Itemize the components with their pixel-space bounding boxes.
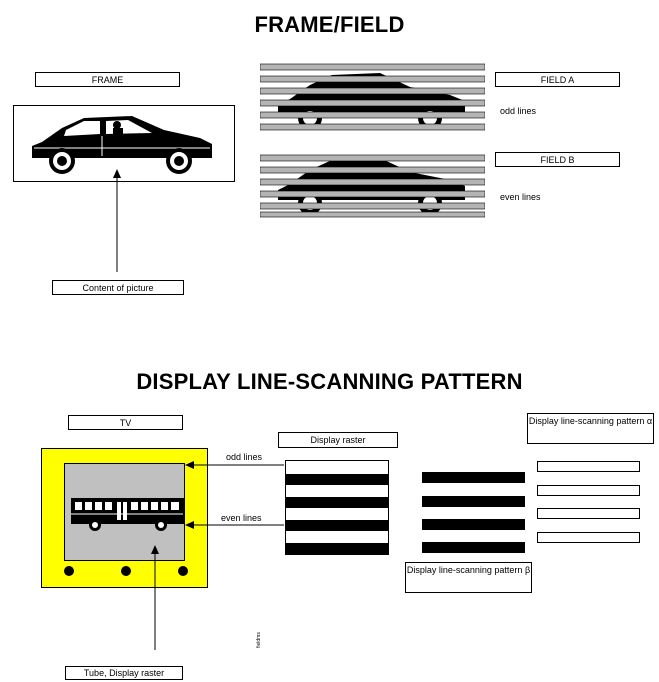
- display-raster-label-box: Display raster: [278, 432, 398, 448]
- beta-line: [422, 542, 525, 553]
- tv-label-box: TV: [68, 415, 183, 430]
- field-b-car-icon: [259, 154, 486, 218]
- pattern-beta-label-box: Display line-scanning pattern β: [405, 562, 532, 593]
- field-b-even-lines: even lines: [500, 192, 541, 202]
- field-b-picture: [259, 148, 486, 218]
- alpha-line: [537, 532, 640, 543]
- content-of-picture-box: Content of picture: [52, 280, 184, 295]
- beta-line: [422, 496, 525, 507]
- alpha-line: [537, 485, 640, 496]
- frame-picture: [13, 105, 235, 182]
- raster-line: [286, 474, 388, 485]
- tv-knob-middle: [121, 566, 131, 576]
- field-b-label-box: FIELD B: [495, 152, 620, 167]
- frame-label-box: FRAME: [35, 72, 180, 87]
- beta-line: [422, 519, 525, 530]
- tv-screen: [64, 463, 187, 561]
- field-a-picture: [259, 63, 486, 133]
- raster-line: [286, 497, 388, 508]
- beta-line: [422, 472, 525, 483]
- alpha-line: [537, 461, 640, 472]
- tube-display-raster-box: Tube, Display raster: [65, 666, 183, 680]
- pattern-alpha-label-box: Display line-scanning pattern α: [527, 413, 654, 444]
- raster-line: [286, 520, 388, 531]
- raster-line: [286, 543, 388, 554]
- tv-knob-right: [178, 566, 188, 576]
- tv-knob-left: [64, 566, 74, 576]
- field-a-odd-lines: odd lines: [500, 106, 537, 116]
- tv-set: [41, 448, 208, 588]
- field-a-car-icon: [259, 63, 486, 131]
- even-lines-label: even lines: [221, 513, 262, 523]
- display-raster: [285, 460, 389, 555]
- frame-field-title: FRAME/FIELD: [254, 12, 405, 37]
- scanning-pattern-title: DISPLAY LINE-SCANNING PATTERN: [136, 369, 523, 394]
- field-a-label-box: FIELD A: [495, 72, 620, 87]
- alpha-line: [537, 508, 640, 519]
- odd-lines-label: odd lines: [226, 452, 263, 462]
- side-code: fieldms: [256, 632, 262, 648]
- bus-icon: [71, 498, 187, 531]
- car-icon: [32, 116, 212, 174]
